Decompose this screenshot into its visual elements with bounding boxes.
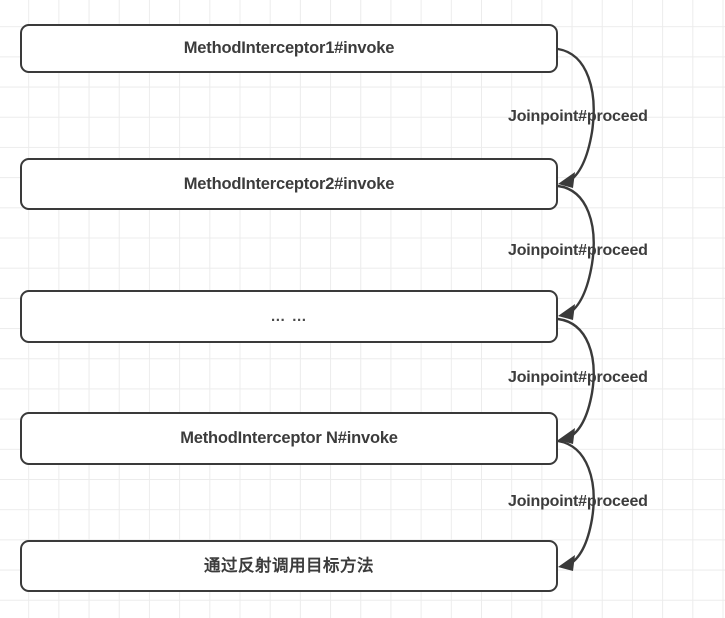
edge-label-1: Joinpoint#proceed <box>508 108 648 125</box>
arrowhead-icon <box>558 555 575 571</box>
node-ellipsis[interactable]: … … <box>20 290 558 343</box>
node-interceptor1[interactable]: MethodInterceptor1#invoke <box>20 24 558 73</box>
arrowhead-icon <box>558 304 575 320</box>
node-label: MethodInterceptor N#invoke <box>180 429 398 448</box>
node-label: … … <box>270 308 308 325</box>
edge-label-2: Joinpoint#proceed <box>508 242 648 259</box>
arrowhead-icon <box>558 172 575 188</box>
node-interceptor-n[interactable]: MethodInterceptor N#invoke <box>20 412 558 465</box>
node-target-method[interactable]: 通过反射调用目标方法 <box>20 540 558 592</box>
edge-label-4: Joinpoint#proceed <box>508 493 648 510</box>
node-label: 通过反射调用目标方法 <box>204 556 374 575</box>
node-label: MethodInterceptor1#invoke <box>183 39 395 58</box>
edge-label-3: Joinpoint#proceed <box>508 369 648 386</box>
node-label: MethodInterceptor2#invoke <box>183 174 395 193</box>
node-interceptor2[interactable]: MethodInterceptor2#invoke <box>20 158 558 210</box>
arrowhead-icon <box>558 428 575 444</box>
